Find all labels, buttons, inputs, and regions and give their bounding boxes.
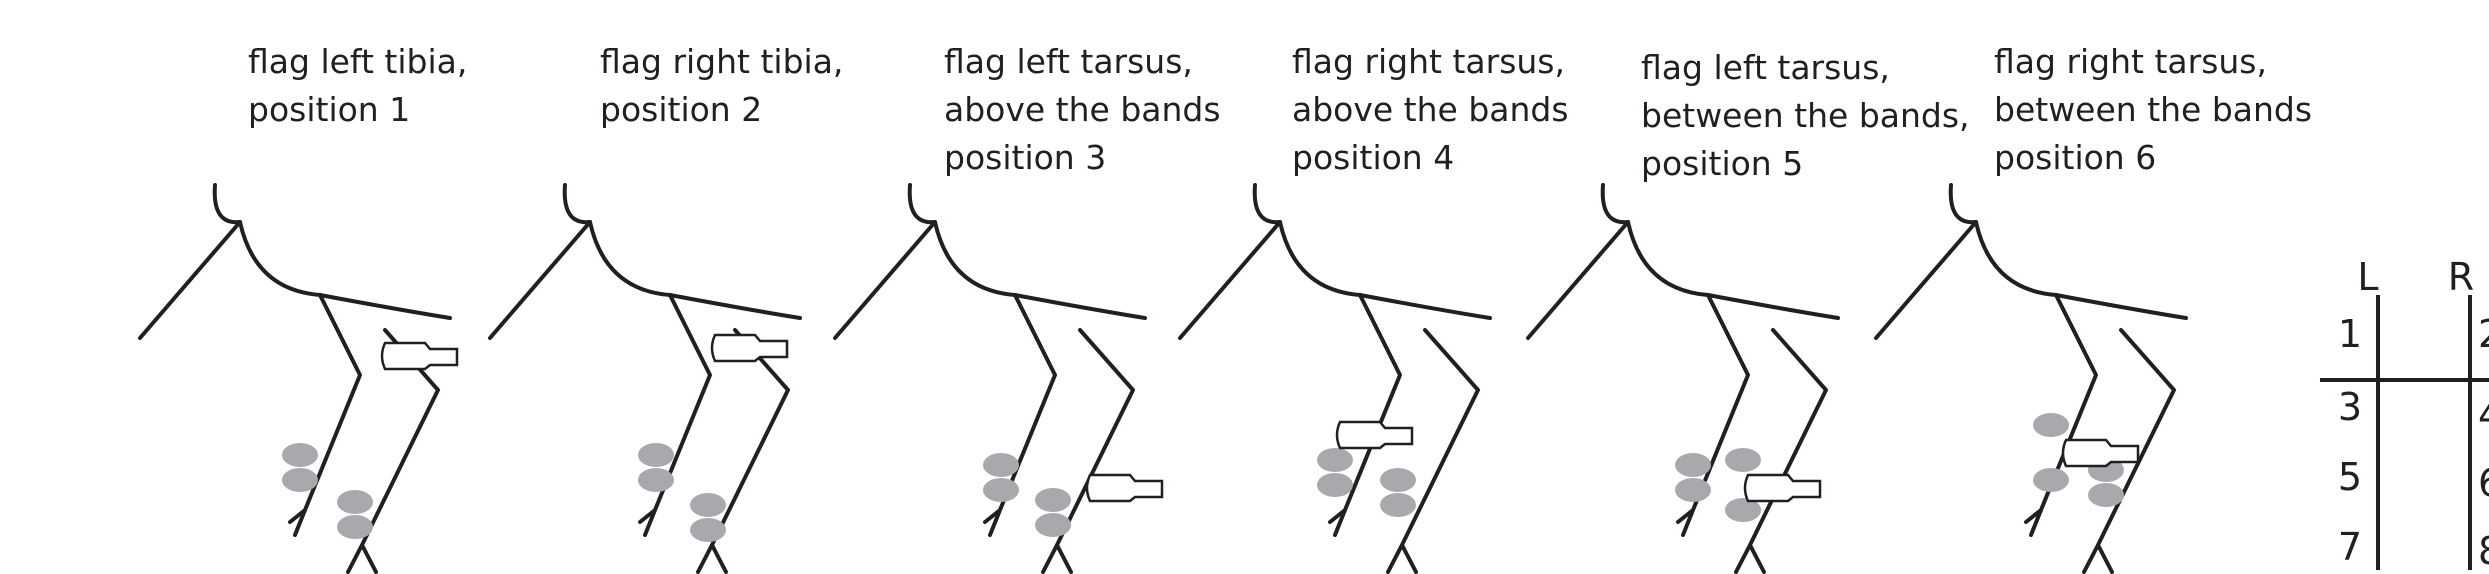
left-leg — [983, 293, 1057, 537]
caption-line: flag right tarsus, — [1292, 42, 1565, 81]
leg-band — [1675, 453, 1711, 477]
bird-leg-panel — [1526, 183, 1840, 574]
leg-flag — [2061, 438, 2140, 468]
right-leg — [1041, 328, 1135, 574]
leg-flag — [1085, 473, 1164, 503]
caption-line: flag left tarsus, — [944, 42, 1193, 81]
key-right-position: 2 — [2478, 312, 2489, 356]
caption-line: flag right tibia, — [600, 42, 844, 81]
panel-4-caption: flag right tarsus, above the bands posit… — [1292, 38, 1652, 182]
caption-line: position 2 — [600, 90, 763, 129]
leg-band — [337, 515, 373, 539]
caption-line: between the bands, — [1641, 96, 1970, 135]
right-leg — [2082, 328, 2176, 574]
panel-3-caption: flag left tarsus, above the bands positi… — [944, 38, 1304, 182]
leg-band — [1380, 493, 1416, 517]
caption-line: position 3 — [944, 138, 1107, 177]
right-leg — [696, 328, 790, 574]
key-left-position: 5 — [2338, 455, 2362, 499]
key-right-position: 6 — [2478, 461, 2489, 505]
leg-band — [983, 453, 1019, 477]
caption-line: above the bands — [1292, 90, 1569, 129]
right-leg — [1734, 328, 1828, 574]
right-leg — [1386, 328, 1480, 574]
leg-band — [2033, 413, 2069, 437]
leg-flag — [380, 341, 459, 371]
leg-band — [2033, 468, 2069, 492]
caption-line: flag left tibia, — [248, 42, 468, 81]
key-header-right: R — [2448, 255, 2474, 299]
leg-band — [1380, 468, 1416, 492]
leg-band — [1035, 513, 1071, 537]
leg-band — [1725, 448, 1761, 472]
leg-band — [2088, 483, 2124, 507]
caption-line: above the bands — [944, 90, 1221, 129]
panel-5-caption: flag left tarsus, between the bands, pos… — [1641, 44, 2001, 188]
bird-leg-panel — [1874, 183, 2188, 574]
leg-band — [1035, 488, 1071, 512]
caption-line: flag left tarsus, — [1641, 48, 1890, 87]
panel-6-caption: flag right tarsus, between the bands pos… — [1994, 38, 2354, 182]
leg-band — [282, 468, 318, 492]
key-right-position: 8 — [2478, 529, 2489, 573]
panel-1-caption: flag left tibia, position 1 — [248, 38, 608, 134]
key-left-position: 1 — [2338, 312, 2362, 356]
key-right-position: 4 — [2478, 393, 2489, 437]
leg-band — [1317, 473, 1353, 497]
leg-band — [1675, 478, 1711, 502]
key-left-position: 7 — [2338, 525, 2362, 569]
leg-band — [337, 490, 373, 514]
caption-line: position 5 — [1641, 144, 1804, 183]
bird-leg-panel — [833, 183, 1164, 574]
caption-line: flag right tarsus, — [1994, 42, 2267, 81]
leg-flag — [1335, 420, 1414, 450]
bird-leg-panel — [138, 183, 459, 574]
caption-line: position 4 — [1292, 138, 1455, 177]
caption-line: between the bands — [1994, 90, 2313, 129]
leg-band — [282, 443, 318, 467]
leg-band — [638, 468, 674, 492]
left-leg — [1676, 293, 1750, 537]
leg-flag — [710, 333, 789, 363]
panel-2-caption: flag right tibia, position 2 — [600, 38, 960, 134]
leg-band — [638, 443, 674, 467]
bird-leg-panel — [1178, 183, 1492, 574]
caption-line: position 1 — [248, 90, 411, 129]
leg-flag — [1743, 473, 1822, 503]
left-leg — [288, 293, 362, 537]
key-header-left: L — [2357, 255, 2378, 299]
bird-leg-panel — [488, 183, 802, 574]
leg-band — [1317, 448, 1353, 472]
leg-band — [1725, 498, 1761, 522]
key-left-position: 3 — [2338, 385, 2362, 429]
leg-band — [690, 493, 726, 517]
caption-line: position 6 — [1994, 138, 2157, 177]
leg-band — [690, 518, 726, 542]
leg-band — [983, 478, 1019, 502]
left-leg — [638, 293, 712, 537]
